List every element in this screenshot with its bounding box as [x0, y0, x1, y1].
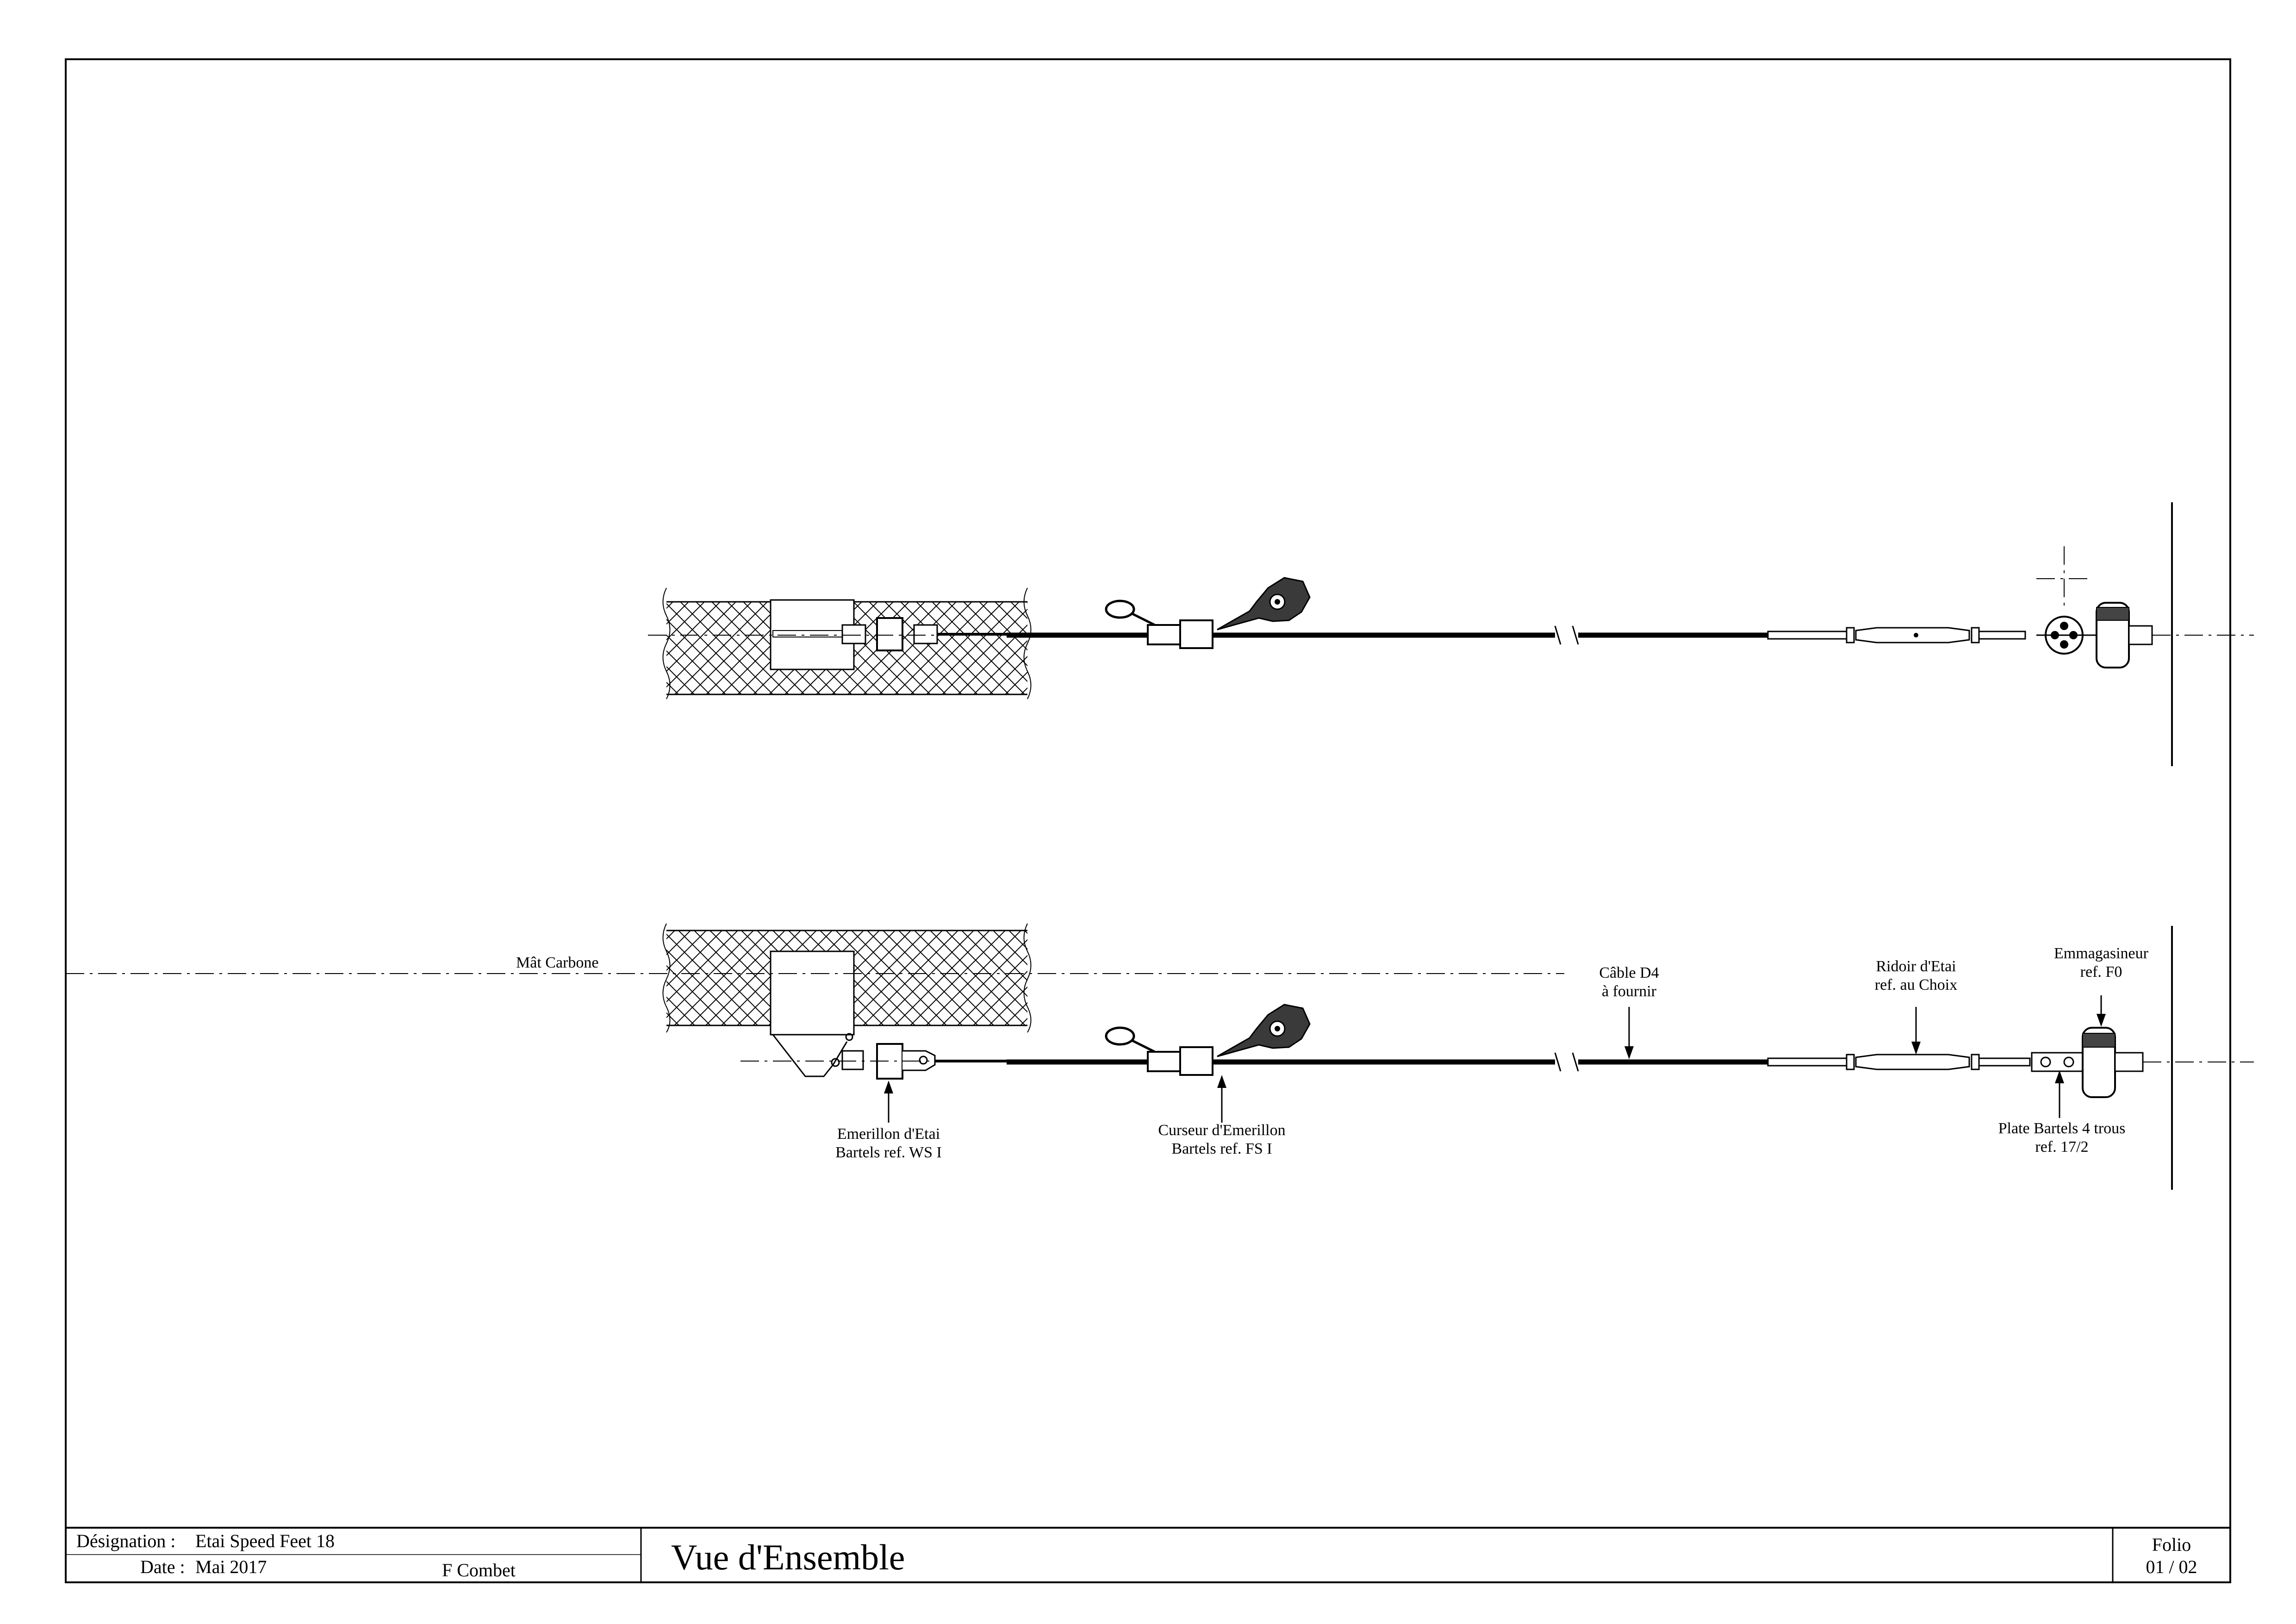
label-ridoir-2: ref. au Choix — [1875, 976, 1957, 993]
folio-label: Folio — [2152, 1534, 2191, 1555]
folio-value: 01 / 02 — [2146, 1556, 2197, 1577]
label-emmagasineur-1: Emmagasineur — [2054, 945, 2149, 962]
top-view — [648, 502, 2254, 766]
label-cable-2: à fournir — [1602, 983, 1657, 1000]
designation-label: Désignation : — [76, 1530, 175, 1551]
label-curseur-2: Bartels ref. FS I — [1171, 1140, 1272, 1157]
label-cable-1: Câble D4 — [1599, 964, 1659, 981]
top-swivel — [841, 624, 866, 644]
label-emerillon-1: Emerillon d'Etai — [837, 1125, 940, 1143]
label-emerillon-2: Bartels ref. WS I — [835, 1144, 942, 1161]
label-emmagasineur-2: ref. F0 — [2080, 963, 2122, 981]
date-label: Date : — [140, 1556, 185, 1577]
label-mat: Mât Carbone — [516, 954, 598, 971]
drawing-frame — [65, 58, 2231, 1583]
leader-arrows — [884, 995, 2106, 1123]
bottom-slider-snap-shackle — [1105, 1004, 1311, 1076]
bottom-turnbuckle — [1767, 1054, 2031, 1070]
bottom-view — [66, 923, 2254, 1190]
top-plate-furler — [2036, 602, 2153, 668]
label-plate-1: Plate Bartels 4 trous — [1998, 1120, 2126, 1137]
title-block: Désignation : Etai Speed Feet 18 Date : … — [66, 1527, 2230, 1582]
bottom-plate-furler — [2031, 1027, 2144, 1098]
top-turnbuckle — [1767, 627, 2026, 643]
designation-value: Etai Speed Feet 18 — [195, 1530, 335, 1551]
bottom-mast-fitting — [770, 950, 855, 1036]
label-curseur-1: Curseur d'Emerillon — [1158, 1122, 1285, 1139]
date-value: Mai 2017 — [195, 1556, 267, 1577]
top-slider-snap-shackle — [1105, 577, 1311, 649]
label-ridoir-1: Ridoir d'Etai — [1876, 958, 1956, 975]
author-name: F Combet — [442, 1560, 516, 1580]
drawing-title: Vue d'Ensemble — [671, 1537, 905, 1577]
label-plate-2: ref. 17/2 — [2035, 1138, 2088, 1156]
